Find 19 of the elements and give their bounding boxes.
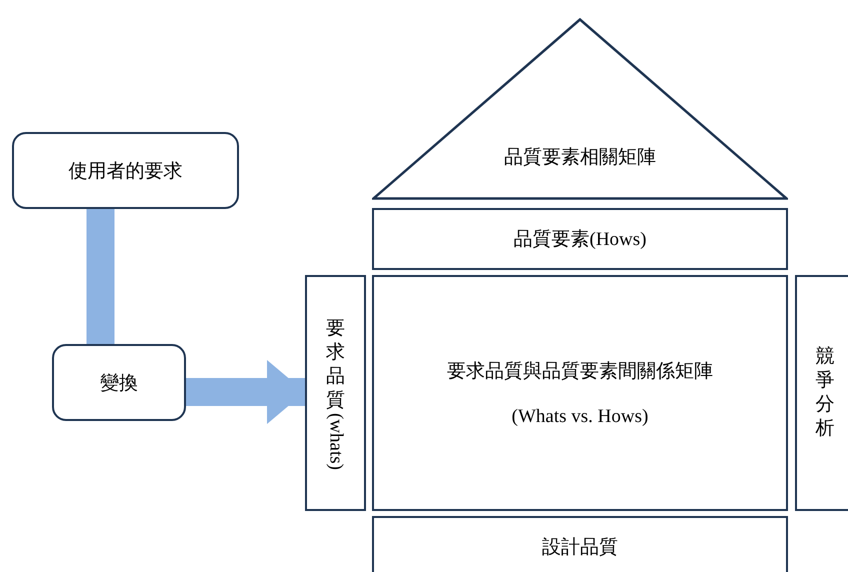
node-label: 競爭分析 — [816, 345, 834, 441]
node-label: 要求品質與品質要素間關係矩陣 — [447, 360, 713, 384]
rounded-box — [12, 132, 239, 209]
node-label: 品質要素(Hows) — [514, 228, 646, 252]
node-label: 品質要素相關矩陣 — [504, 146, 656, 170]
node-label: 要求品質(whats) — [324, 316, 346, 470]
node-subtitle: (Whats vs. Hows) — [512, 406, 648, 428]
matrix-box — [795, 275, 848, 511]
node-label: 設計品質 — [542, 536, 618, 560]
matrix-box — [305, 275, 366, 511]
node-label: 使用者的要求 — [68, 160, 182, 184]
block-arrow — [186, 360, 305, 424]
connector-bar — [86, 209, 114, 344]
node-label: 變換 — [100, 372, 138, 396]
matrix-box — [372, 516, 788, 572]
roof-triangle — [372, 18, 788, 200]
rounded-box — [52, 344, 186, 421]
matrix-box — [372, 275, 788, 511]
matrix-box — [372, 208, 788, 270]
